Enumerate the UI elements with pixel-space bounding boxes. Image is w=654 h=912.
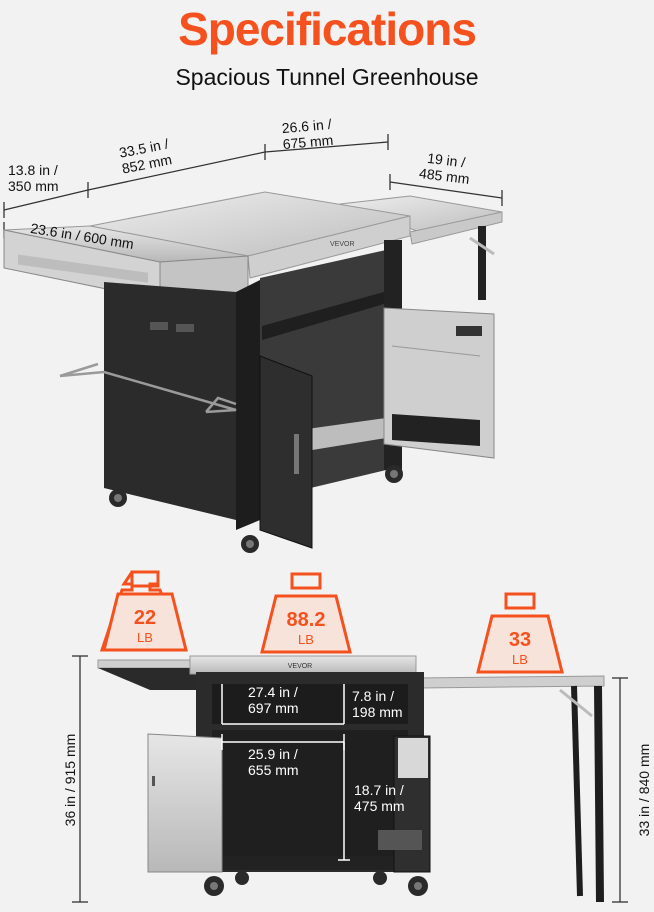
front-right-door — [378, 735, 431, 873]
weight-value: 22 — [134, 607, 156, 629]
front-left-door — [147, 733, 223, 873]
interior-dimension-lines — [221, 684, 350, 861]
dim-shelf-width: 27.4 in / 697 mm — [248, 684, 299, 716]
height-dimension-lines — [72, 655, 628, 903]
dim-cabinet-height: 18.7 in / 475 mm — [354, 782, 405, 814]
towel-rail — [59, 362, 237, 414]
dim-height-side: 33 in / 840 mm — [636, 743, 652, 837]
front-right-extension — [413, 675, 605, 903]
front-left-shelf — [97, 659, 197, 690]
casters-top — [109, 465, 403, 553]
weight-unit: LB — [512, 652, 528, 667]
weight-unit: LB — [298, 632, 314, 647]
weight-unit: LB — [137, 630, 153, 645]
dim-side-length: 26.6 in / 675 mm — [281, 115, 334, 153]
front-brand-logo: VEVOR — [288, 663, 313, 670]
weight-value: 88.2 — [287, 609, 326, 631]
page-subtitle: Spacious Tunnel Greenhouse — [175, 64, 479, 90]
cart-body — [104, 240, 402, 549]
left-top-panel — [3, 225, 249, 301]
casters-bottom — [204, 871, 428, 896]
side-extension-table — [339, 195, 503, 300]
weight-badge-2: 88.2 LB — [260, 572, 352, 654]
dim-depth-left: 13.8 in / 350 mm — [8, 162, 59, 194]
dim-cabinet-width: 25.9 in / 655 mm — [248, 746, 299, 778]
front-main-top: VEVOR — [189, 655, 417, 675]
main-table-top: VEVOR — [89, 191, 411, 279]
page-title: Specifications — [178, 3, 477, 55]
weight-badge-3: 33 LB — [476, 592, 564, 674]
dim-ext-depth: 19 in / 485 mm — [418, 149, 471, 187]
brand-logo: VEVOR — [330, 241, 355, 248]
weight-value: 33 — [509, 629, 531, 651]
dim-shelf-height: 7.8 in / 198 mm — [352, 688, 403, 720]
right-side-door — [383, 307, 495, 459]
dim-height-total: 36 in / 915 mm — [62, 733, 78, 827]
weight-badge-1: 22 LB — [99, 570, 188, 652]
